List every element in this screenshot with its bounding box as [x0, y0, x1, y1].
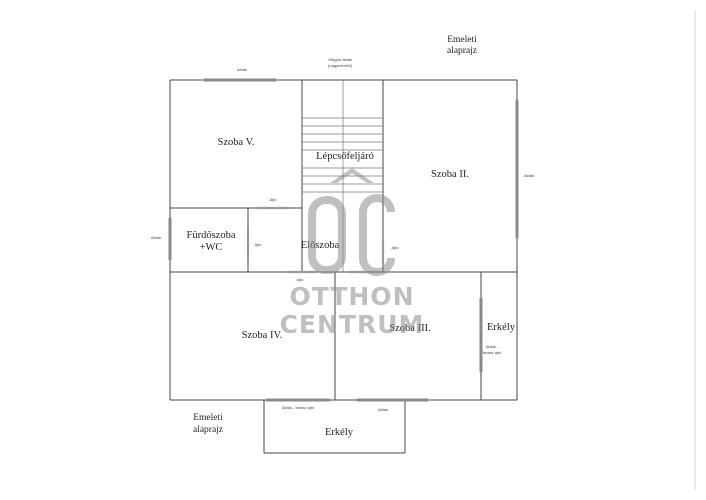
- top-title-line1: Emeleti: [447, 35, 477, 45]
- note-terasz-bottom: Ablak - terasz ajtó: [282, 405, 315, 410]
- note-ajto-hall: Ajtó: [297, 277, 305, 282]
- logo-letter-c-icon: [359, 194, 395, 276]
- note-ablak-right: Ablak: [524, 173, 534, 178]
- bottom-title-line1: Emeleti: [193, 413, 223, 423]
- bottom-balcony-outline: [263, 400, 406, 454]
- note-ablak-left: Ablak: [151, 235, 161, 240]
- room-label-szoba-iii: Szoba III.: [389, 323, 430, 334]
- logo-letter-o-icon: [308, 196, 346, 274]
- room-label-szoba-ii: Szoba II.: [431, 169, 469, 180]
- room-label-bathroom-line2: +WC: [200, 242, 223, 253]
- room-label-erkely-side: Erkély: [487, 322, 516, 333]
- skylight-note-line2: (nagyméretű): [328, 63, 352, 68]
- room-label-szoba-iv: Szoba IV.: [242, 330, 283, 341]
- logo-circumflex-icon: [330, 168, 374, 183]
- room-label-erkely-bottom: Erkély: [325, 427, 354, 438]
- note-terasz-right-line2: terasz ajtó: [483, 350, 502, 355]
- watermark-line2: CENTRUM: [280, 310, 425, 339]
- note-ablak-top: Ablak: [237, 67, 247, 72]
- top-title-line2: alaprajz: [447, 46, 477, 56]
- note-terasz-right-line1: Ablak -: [486, 344, 499, 349]
- note-ajto-bathroom: Ajtó: [255, 242, 263, 247]
- room-label-lepcsofeljaro: Lépcsőfeljáró: [316, 151, 374, 162]
- otthon-centrum-watermark: OTTHON CENTRUM: [280, 168, 425, 339]
- watermark-line1: OTTHON: [289, 282, 414, 311]
- bottom-title-line2: alaprajz: [193, 425, 223, 435]
- room-label-bathroom-line1: Fürdőszoba: [187, 230, 236, 241]
- room-label-eloszoba: Előszoba: [301, 240, 340, 251]
- note-ajto-szoba-ii: Ajtó: [392, 245, 400, 250]
- note-ablak-bottom: Ablak: [378, 407, 388, 412]
- note-ajto-szoba-v: Ajtó: [270, 197, 278, 202]
- room-label-szoba-v: Szoba V.: [218, 137, 255, 148]
- skylight-note-line1: Világító ablak: [328, 57, 352, 62]
